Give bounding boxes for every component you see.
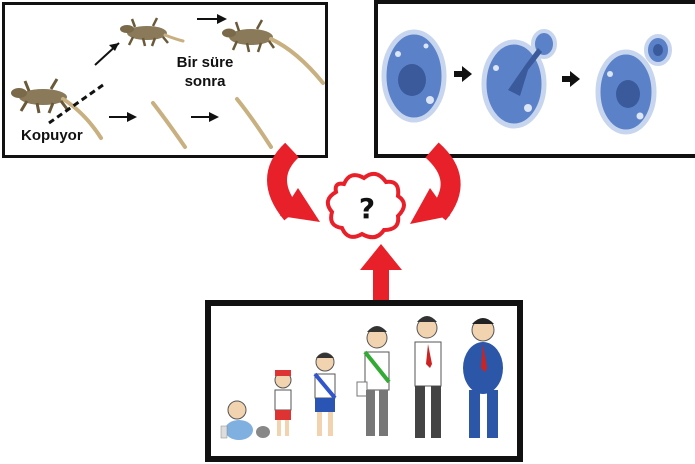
arrow-icon [277,150,320,222]
person-icon [256,370,291,438]
person-icon [415,316,441,438]
person-icon [357,326,389,436]
question-mark: ? [352,192,382,225]
arrow-icon [410,150,451,224]
person-icon [221,401,253,440]
person-icon [315,353,335,436]
arrow-icon [360,244,402,302]
human-growth-panel [205,300,523,462]
growth-panel-drawing [211,306,517,456]
person-icon [463,318,503,438]
